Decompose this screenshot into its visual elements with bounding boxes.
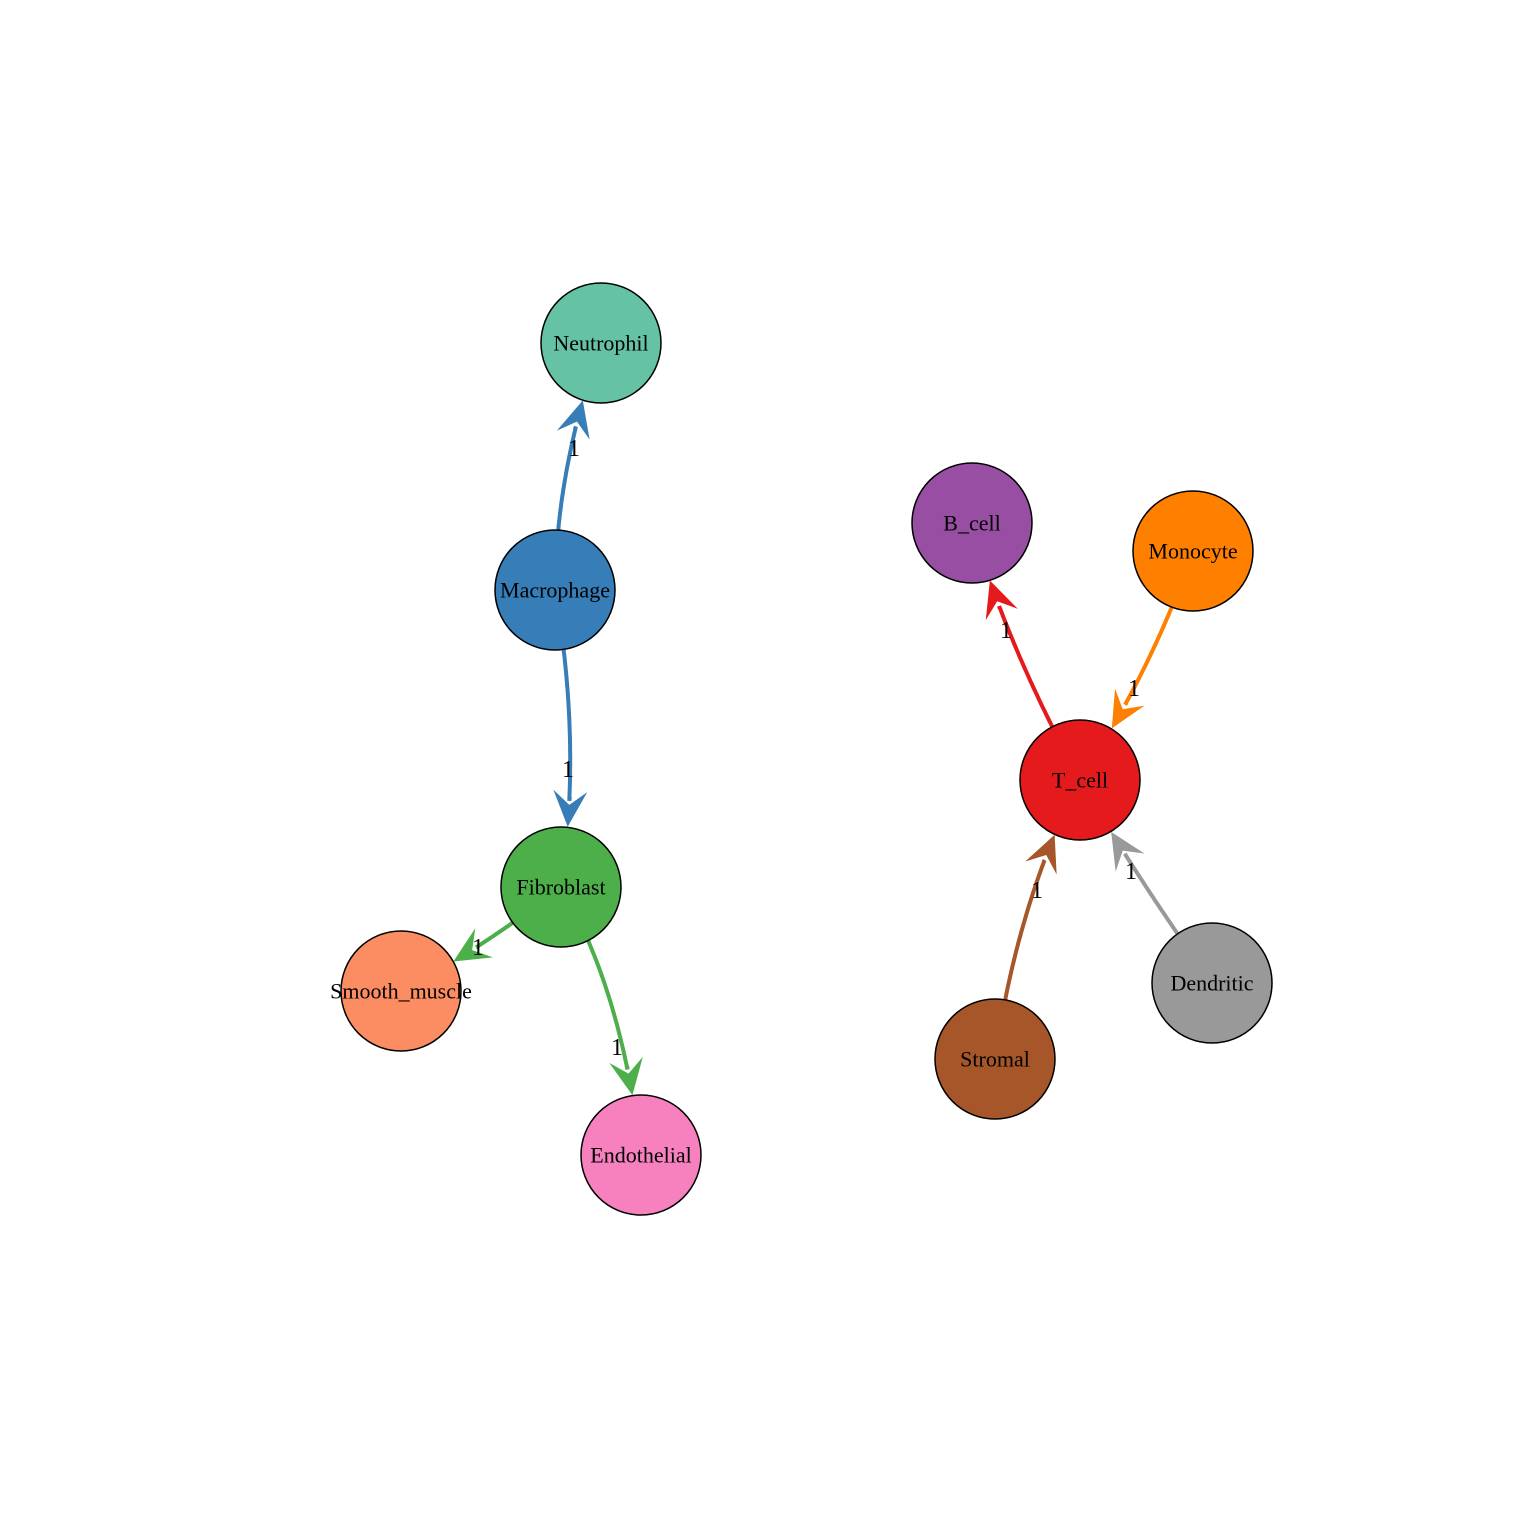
node-circle [494,529,616,651]
node-circle [580,1094,702,1216]
edge-weight-label: 1 [1128,676,1140,702]
node-circle [1151,922,1273,1044]
node-label: Monocyte [1148,539,1237,564]
node-dendritic: Dendritic [1151,922,1273,1044]
edge-Stromal-to-T_cell [1003,859,1047,1000]
node-label: B_cell [943,511,1000,536]
edge-weight-label: 1 [1000,618,1012,644]
arrowhead-T_cell-to-B_cell [985,580,1018,621]
edge-weight-label: 1 [472,935,484,961]
nodes-layer: NeutrophilMacrophageFibroblastSmooth_mus… [330,282,1273,1216]
node-circle [934,998,1056,1120]
edge-Macrophage-to-Fibroblast [561,649,573,802]
edge-weight-label: 1 [562,757,574,783]
edge-labels-layer: 1 1 1 1 1 1 1 1 [472,436,1140,1061]
node-label: Smooth_muscle [330,979,472,1004]
node-label: Dendritic [1170,971,1253,996]
node-label: T_cell [1052,768,1108,793]
node-label: Fibroblast [516,875,605,900]
arrowhead-Stromal-to-T_cell [1025,834,1057,875]
edge-weight-label: 1 [611,1035,623,1061]
edge-weight-label: 1 [1031,878,1043,904]
node-label: Macrophage [500,578,610,603]
edges-layer [453,400,1180,1096]
node-b-cell: B_cell [911,462,1033,584]
node-fibroblast: Fibroblast [500,826,622,948]
arrowhead-Dendritic-to-T_cell [1111,831,1145,872]
arrowhead-Fibroblast-to-Endothelial [609,1056,643,1096]
edge-Fibroblast-to-Smooth_muscle [474,921,514,950]
edge-Fibroblast-to-Endothelial [586,939,630,1070]
node-label: Endothelial [590,1143,691,1168]
node-circle [340,930,462,1052]
edge-weight-label: 1 [568,436,580,462]
edge-Monocyte-to-T_cell [1123,606,1174,706]
node-circle [1132,490,1254,612]
node-t-cell: T_cell [1019,719,1141,841]
arrowhead-Fibroblast-to-Smooth_muscle [453,928,493,962]
arrowhead-Monocyte-to-T_cell [1111,688,1145,729]
edge-Macrophage-to-Neutrophil [556,425,578,530]
node-smooth-muscle: Smooth_muscle [330,930,472,1052]
edge-T_cell-to-B_cell [997,605,1054,728]
edge-weight-label: 1 [1125,859,1137,885]
arrowhead-Macrophage-to-Fibroblast [553,789,588,827]
node-stromal: Stromal [934,998,1056,1120]
edge-Dendritic-to-T_cell [1123,852,1180,935]
node-neutrophil: Neutrophil [540,282,662,404]
node-circle [540,282,662,404]
node-monocyte: Monocyte [1132,490,1254,612]
node-label: Neutrophil [553,331,648,356]
node-circle [911,462,1033,584]
arrowhead-Macrophage-to-Neutrophil [556,400,590,440]
node-endothelial: Endothelial [580,1094,702,1216]
node-label: Stromal [960,1047,1030,1072]
node-circle [500,826,622,948]
node-macrophage: Macrophage [494,529,616,651]
node-circle [1019,719,1141,841]
